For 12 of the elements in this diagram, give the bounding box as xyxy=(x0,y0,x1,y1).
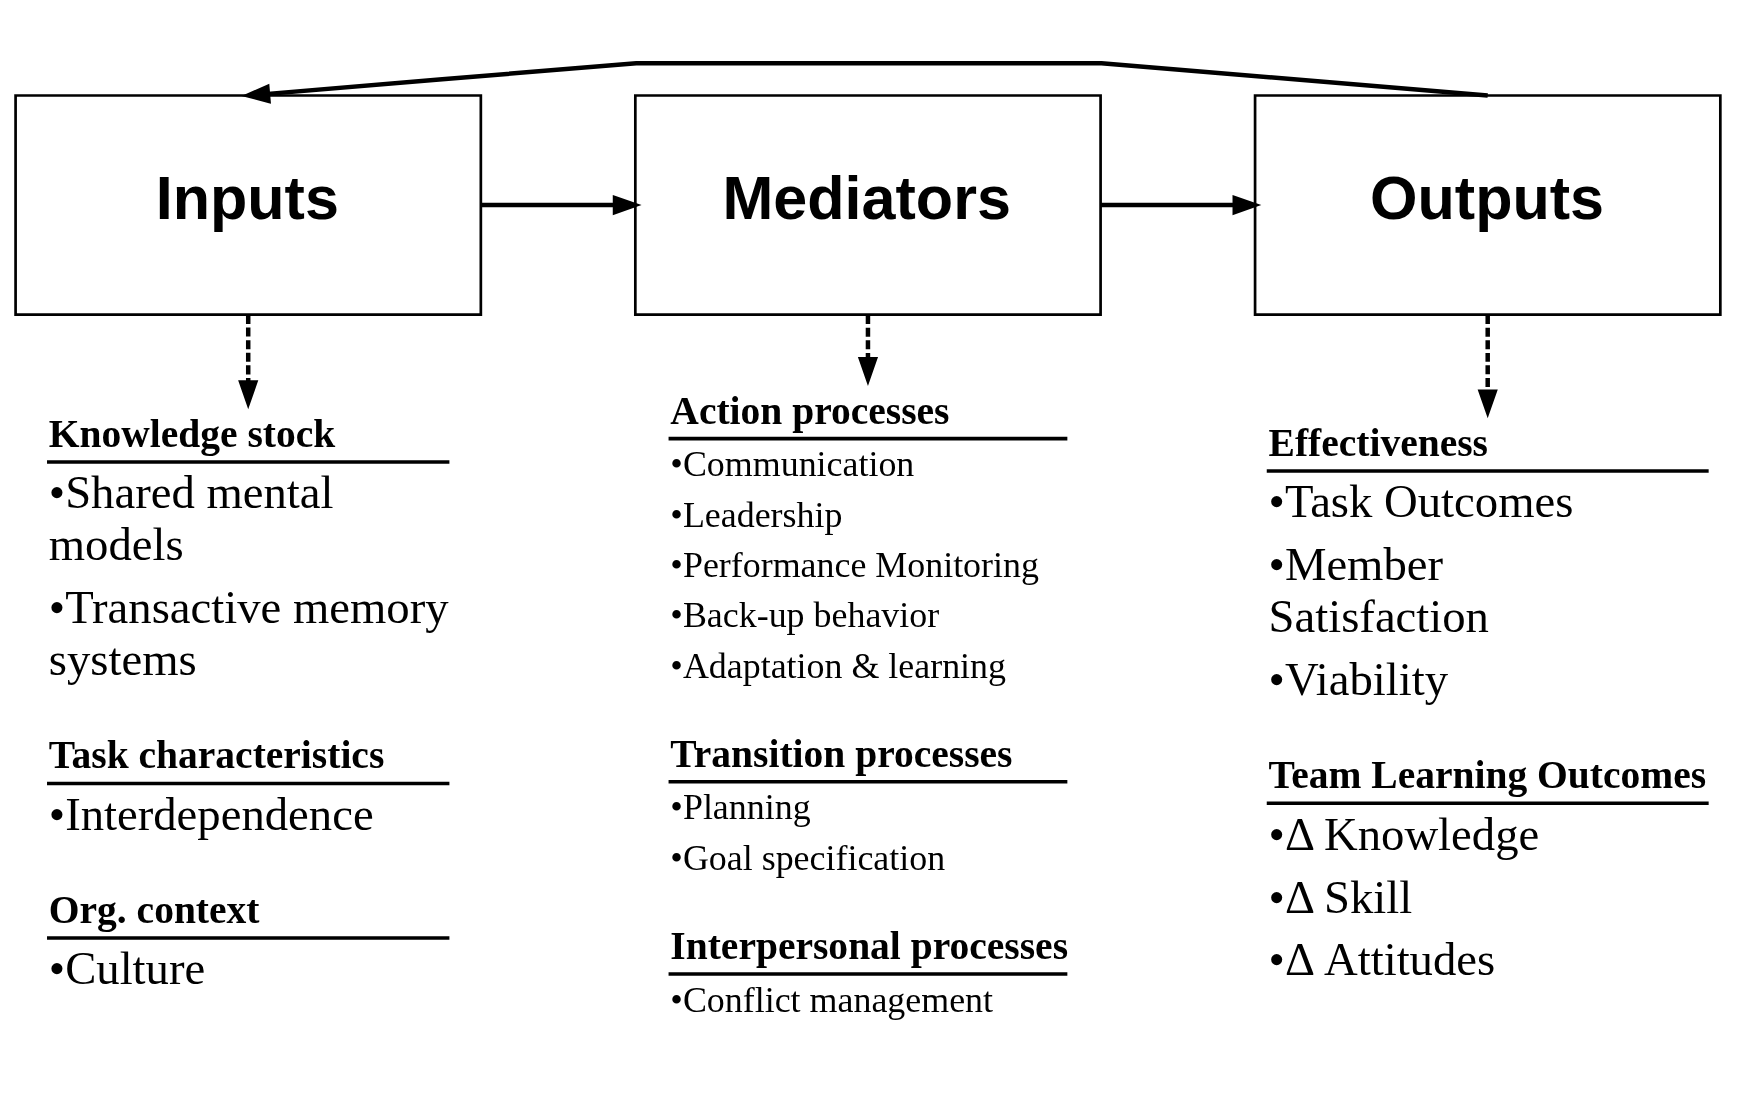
arrow xyxy=(480,195,642,216)
arrow xyxy=(241,60,1488,104)
node-text: Action processes •Communication •Leadership •Performance Monitoring •Back-up behavior •Adaptation & learning Transition processes •Planning •Goal specification Interpersonal processes •Conflict management xyxy=(670,388,1069,1020)
node-text: Effectiveness •Task Outcomes •Member Satisfaction •Viability Team Learning Outcomes •Δ Knowledge •Δ Skill •Δ Attitudes xyxy=(1268,420,1707,986)
node-box: Mediators xyxy=(634,94,1102,317)
arrow xyxy=(1100,195,1262,216)
node-box: Outputs xyxy=(1253,94,1722,317)
node-text: Knowledge stock •Shared mental models •Transactive memory systems Task characteristics •Interdependence Org. context •Culture xyxy=(48,411,449,995)
arrow xyxy=(857,315,879,386)
node-box: Inputs xyxy=(14,94,483,317)
arrow xyxy=(1477,315,1498,419)
arrow xyxy=(238,315,259,410)
